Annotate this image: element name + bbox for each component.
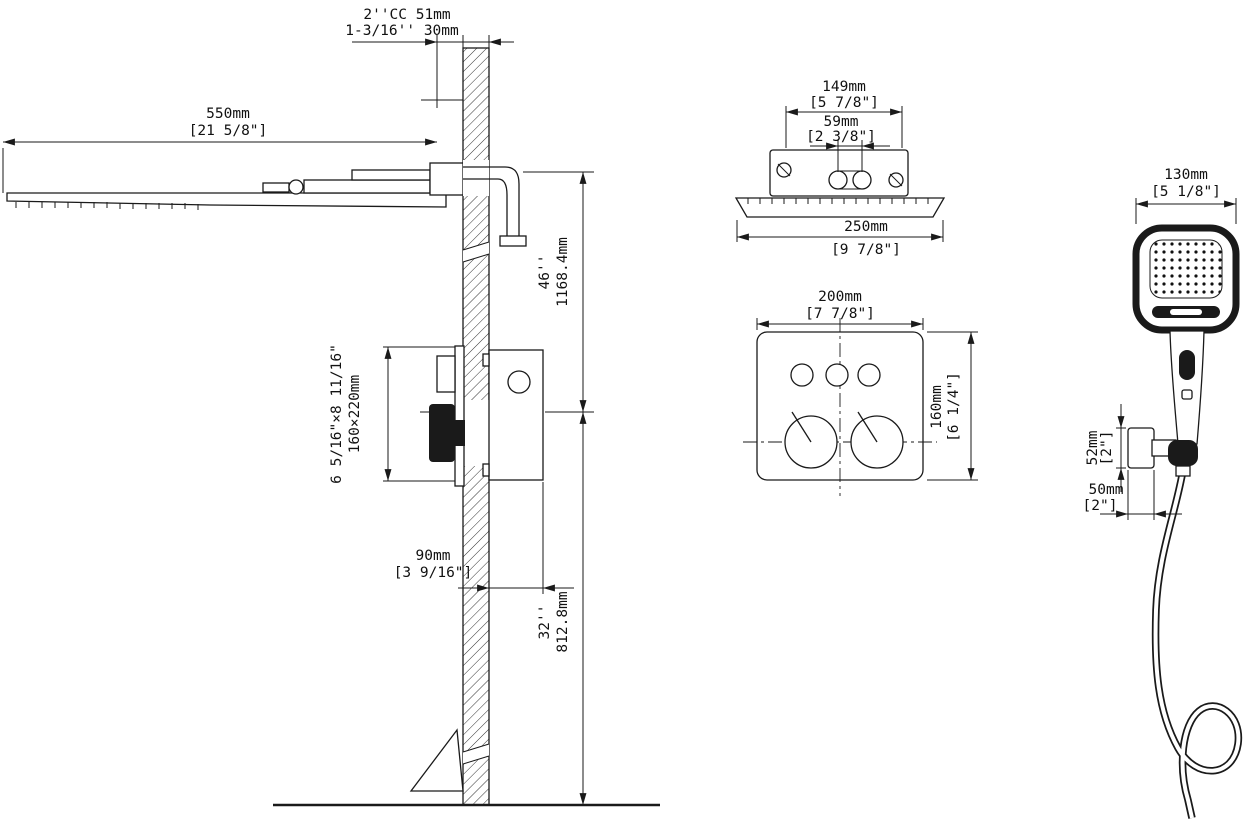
- mode-selector-slot: [1170, 309, 1202, 315]
- dim-label-ports-in: [2 3/8"]: [806, 129, 876, 145]
- dim-label-valve-in: 6 5/16"×8 11/16": [329, 344, 345, 484]
- dim-label-panel-h-mm: 160mm: [929, 385, 945, 429]
- dim-label-holder-h-mm: 52mm: [1085, 430, 1101, 465]
- diverter-buttons: [790, 363, 881, 387]
- dim-label-height-bottom-mm: 812.8mm: [555, 591, 571, 652]
- dim-label-cc: 2''CC 51mm: [363, 7, 451, 23]
- hand-shower-view: 130mm [5 1/8"] 52mm [2"] 50mm [2"]: [1083, 167, 1243, 819]
- side-view: 2''CC 51mm 1-3/16'' 30mm 550mm [21 5/8"]…: [2, 7, 660, 807]
- dim-holder-width: 50mm [2"]: [1083, 470, 1182, 520]
- dim-label-head-mm: 250mm: [844, 219, 888, 235]
- dim-label-ports-mm: 59mm: [824, 114, 859, 130]
- dim-port-spacing: 59mm [2 3/8"]: [806, 114, 890, 172]
- dim-label-arm-mm: 550mm: [206, 106, 250, 122]
- dim-head-width: 250mm [9 7/8"]: [736, 219, 944, 258]
- dim-label-height-top-in: 46'': [537, 255, 553, 290]
- mounting-bracket: [769, 149, 909, 197]
- dim-label-offset: 1-3/16'' 30mm: [345, 23, 459, 39]
- shower-hose: [1151, 469, 1243, 819]
- rough-in-box: [488, 349, 544, 481]
- dim-label-holder-w-mm: 50mm: [1089, 482, 1124, 498]
- dim-hand-head-width: 130mm [5 1/8"]: [1135, 167, 1237, 224]
- valve-trim-view: 200mm [7 7/8"] 160mm [6 1/4"]: [743, 289, 978, 496]
- dim-install-heights: 46'' 1168.4mm 32'' 812.8mm: [523, 171, 594, 805]
- wall-base-gusset: [409, 728, 464, 792]
- dim-label-valve-mm: 160×220mm: [347, 374, 363, 453]
- valve-assembly: [429, 345, 544, 487]
- dim-label-hand-in: [5 1/8"]: [1151, 184, 1221, 200]
- dim-valve-offset: 90mm [3 9/16"]: [394, 482, 574, 594]
- hand-shower-handle: [1169, 330, 1205, 445]
- handle-button: [1179, 350, 1195, 380]
- spray-face: [1149, 239, 1223, 299]
- dim-bracket-width: 149mm [5 7/8"]: [785, 79, 903, 148]
- dim-label-holder-w-in: [2"]: [1083, 498, 1118, 514]
- dim-holder-height: 52mm [2"]: [1085, 404, 1126, 492]
- dim-label-panel-h-in: [6 1/4"]: [946, 372, 962, 442]
- control-knobs: [784, 411, 904, 469]
- dim-panel-width: 200mm [7 7/8"]: [756, 289, 924, 330]
- wall-holder: [1127, 427, 1198, 477]
- nozzle-ticks: [15, 202, 199, 210]
- dim-label-panel-w-in: [7 7/8"]: [805, 306, 875, 322]
- diverter-box: [436, 355, 456, 393]
- trim-panel: [756, 331, 924, 481]
- dim-label-panel-w-mm: 200mm: [818, 289, 862, 305]
- head-top-view: 149mm [5 7/8"] 59mm [2 3/8"] 250mm [9 7/…: [734, 79, 946, 258]
- dim-label-holder-h-in: [2"]: [1099, 431, 1115, 466]
- head-edge-ribs: [747, 198, 929, 204]
- dim-label-head-in: [9 7/8"]: [831, 242, 901, 258]
- dim-panel-height: 160mm [6 1/4"]: [927, 331, 978, 481]
- dim-label-offset-in: [3 9/16"]: [394, 565, 473, 581]
- arm-mechanism: [262, 162, 464, 196]
- valve-handle: [429, 404, 455, 462]
- dim-label-height-top-mm: 1168.4mm: [555, 237, 571, 307]
- dim-label-arm-in: [21 5/8"]: [189, 123, 268, 139]
- wall-break-marks: [462, 241, 490, 765]
- dim-wall-cc: 2''CC 51mm 1-3/16'' 30mm: [345, 7, 514, 108]
- dim-label-height-bottom-in: 32'': [537, 605, 553, 640]
- bracket-screws: [776, 162, 904, 188]
- dim-label-offset-mm: 90mm: [416, 548, 451, 564]
- head-edge-profile: [734, 197, 946, 218]
- dim-label-bracket-in: [5 7/8"]: [809, 95, 879, 111]
- valve-port: [507, 370, 531, 394]
- trim-plate: [454, 345, 465, 487]
- supply-elbow-pipe: [463, 160, 527, 247]
- dim-valve-box: 6 5/16"×8 11/16" 160×220mm: [329, 344, 455, 484]
- handle-switch: [1181, 389, 1193, 400]
- dim-label-bracket-mm: 149mm: [822, 79, 866, 95]
- dim-arm-length: 550mm [21 5/8"]: [2, 106, 437, 193]
- dim-label-hand-mm: 130mm: [1164, 167, 1208, 183]
